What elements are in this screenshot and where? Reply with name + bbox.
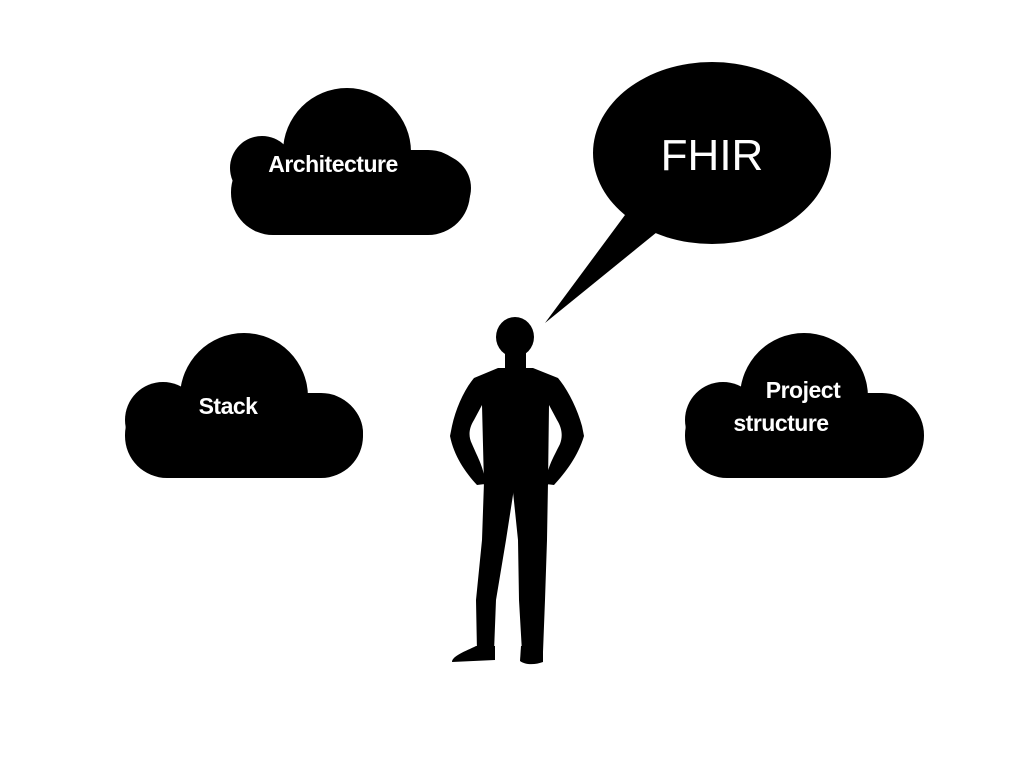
speech-bubble-label: FHIR [661, 131, 764, 180]
cloud-label-project-line-1: Project [766, 377, 841, 403]
person-head [496, 317, 534, 357]
cloud-icon [685, 333, 924, 478]
person-right-leg [512, 482, 548, 652]
person-left-shoe [452, 646, 495, 662]
person-right-shoe [520, 646, 543, 665]
person-neck [505, 348, 526, 372]
cloud-label-project-line-2: structure [733, 410, 828, 436]
cloud-icon [230, 88, 471, 235]
cloud-stack: Stack [125, 333, 363, 478]
person-silhouette-icon [450, 317, 584, 665]
person-torso [450, 368, 584, 485]
speech-bubble-icon [545, 62, 831, 323]
cloud-architecture: Architecture [230, 88, 471, 235]
cloud-label-architecture: Architecture [268, 151, 397, 177]
cloud-project-structure: Project structure [685, 333, 924, 478]
cloud-icon [125, 333, 363, 478]
person-left-leg [476, 482, 515, 652]
cloud-label-stack: Stack [199, 393, 259, 419]
speech-bubble: FHIR [545, 62, 831, 323]
